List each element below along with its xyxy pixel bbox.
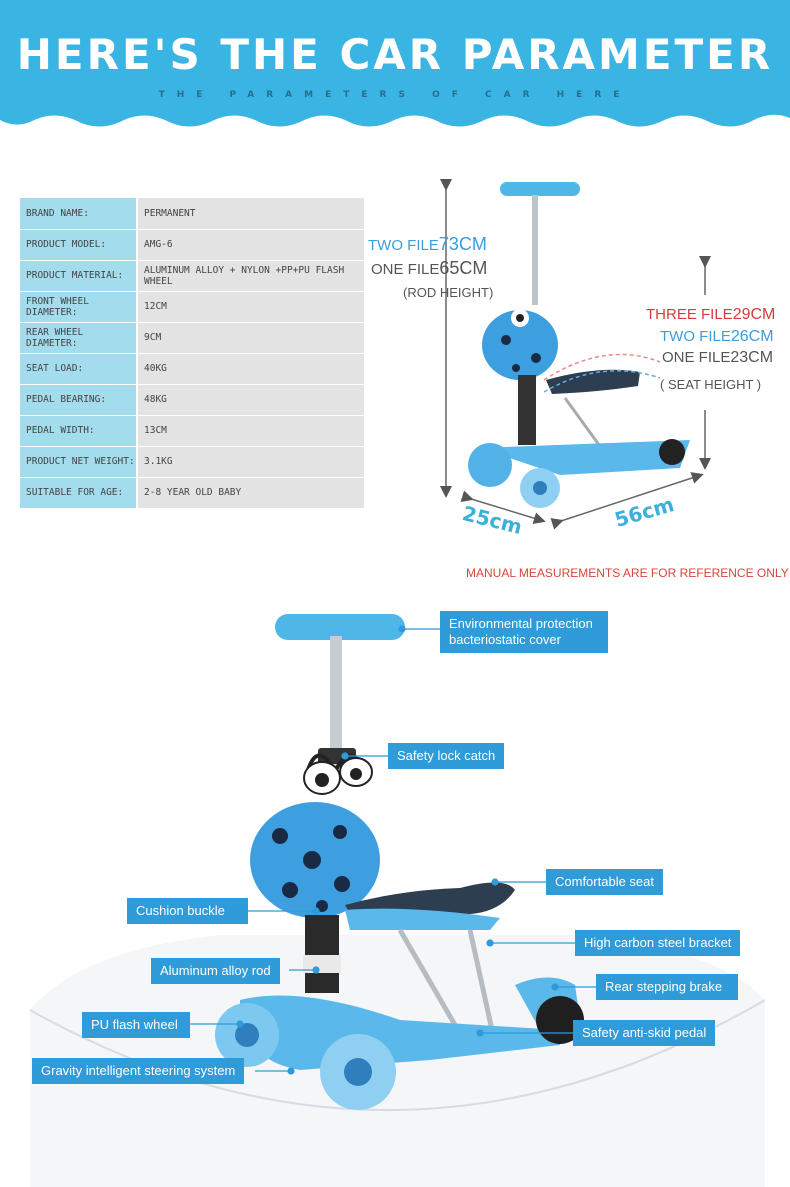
spec-row: SEAT LOAD:40KG (20, 353, 366, 385)
spec-key: BRAND NAME: (20, 198, 138, 230)
scooter-large-image (215, 614, 584, 1110)
callout-seat: Comfortable seat (546, 869, 663, 895)
spec-key: PEDAL BEARING: (20, 384, 138, 416)
spec-value: 40KG (137, 353, 366, 385)
scooter-small-image (468, 182, 690, 508)
spec-value: 13CM (137, 415, 366, 447)
spec-row: PRODUCT NET WEIGHT:3.1KG (20, 446, 366, 478)
spec-key: PRODUCT MODEL: (20, 229, 138, 261)
page-header: HERE'S THE CAR PARAMETER THE PARAMETERS … (0, 0, 790, 135)
rod-two-value: 73CM (438, 234, 487, 254)
spec-key: PRODUCT MATERIAL: (20, 260, 138, 292)
spec-row: BRAND NAME:PERMANENT (20, 198, 366, 230)
spec-row: PRODUCT MATERIAL:ALUMINUM ALLOY + NYLON … (20, 260, 366, 292)
seat-one-value: 23CM (730, 349, 774, 366)
seat-height-caption: ( SEAT HEIGHT ) (660, 377, 762, 392)
spec-value: 3.1KG (137, 446, 366, 478)
callout-brake: Rear stepping brake (596, 974, 738, 1000)
callout-bracket: High carbon steel bracket (575, 930, 741, 956)
spec-value: 2-8 YEAR OLD BABY (137, 477, 366, 509)
header-banner (0, 0, 790, 127)
spec-value: PERMANENT (137, 198, 366, 230)
rod-one-file: ONE FILE65CM (371, 258, 487, 279)
spec-row: SUITABLE FOR AGE:2-8 YEAR OLD BABY (20, 477, 366, 509)
spec-value: 48KG (137, 384, 366, 416)
spec-row: PEDAL WIDTH:13CM (20, 415, 366, 447)
callout-wheel: PU flash wheel (82, 1012, 190, 1038)
spec-key: PEDAL WIDTH: (20, 415, 138, 447)
reference-note: MANUAL MEASUREMENTS ARE FOR REFERENCE ON… (466, 566, 789, 580)
seat-three-value: 29CM (732, 306, 776, 323)
page-subtitle: THE PARAMETERS OF CAR HERE (158, 90, 632, 100)
rod-two-file: TWO FILE73CM (368, 234, 487, 255)
spec-row: REAR WHEEL DIAMETER:9CM (20, 322, 366, 354)
spec-row: PRODUCT MODEL:AMG-6 (20, 229, 366, 261)
rod-height-caption: (ROD HEIGHT) (403, 285, 494, 300)
seat-two-label: TWO FILE (660, 328, 731, 345)
spec-key: PRODUCT NET WEIGHT: (20, 446, 138, 478)
page-title: HERE'S THE CAR PARAMETER (16, 30, 774, 79)
seat-two-value: 26CM (730, 328, 774, 345)
callout-steering: Gravity intelligent steering system (32, 1058, 245, 1084)
seat-one-file: ONE FILE23CM (662, 349, 773, 367)
spec-value: 9CM (137, 322, 366, 354)
spec-key: REAR WHEEL DIAMETER: (20, 322, 138, 354)
rod-one-value: 65CM (439, 258, 488, 278)
spec-value: AMG-6 (137, 229, 366, 261)
callout-lock: Safety lock catch (388, 743, 505, 769)
spec-value: ALUMINUM ALLOY + NYLON +PP+PU FLASH WHEE… (137, 260, 366, 292)
spec-key: SUITABLE FOR AGE: (20, 477, 138, 509)
width-arrow (460, 490, 546, 524)
spec-row: FRONT WHEEL DIAMETER:12CM (20, 291, 366, 323)
rod-one-label: ONE FILE (371, 261, 440, 278)
rod-two-label: TWO FILE (368, 237, 439, 254)
spec-value: 12CM (137, 291, 366, 323)
callout-pedal: Safety anti-skid pedal (573, 1020, 716, 1046)
spec-key: FRONT WHEEL DIAMETER: (20, 291, 138, 323)
callout-cover: Environmental protection bacteriostatic … (440, 611, 608, 653)
seat-one-label: ONE FILE (662, 349, 731, 366)
length-arrow (550, 472, 704, 530)
seat-three-file: THREE FILE29CM (646, 306, 775, 324)
seat-three-label: THREE FILE (646, 306, 733, 323)
seat-two-file: TWO FILE26CM (660, 328, 774, 346)
spec-row: PEDAL BEARING:48KG (20, 384, 366, 416)
callout-leaders (190, 625, 596, 1075)
callout-buckle: Cushion buckle (127, 898, 248, 924)
callout-rod: Aluminum alloy rod (151, 958, 280, 984)
spec-table: BRAND NAME:PERMANENT PRODUCT MODEL:AMG-6… (20, 198, 366, 509)
spec-key: SEAT LOAD: (20, 353, 138, 385)
